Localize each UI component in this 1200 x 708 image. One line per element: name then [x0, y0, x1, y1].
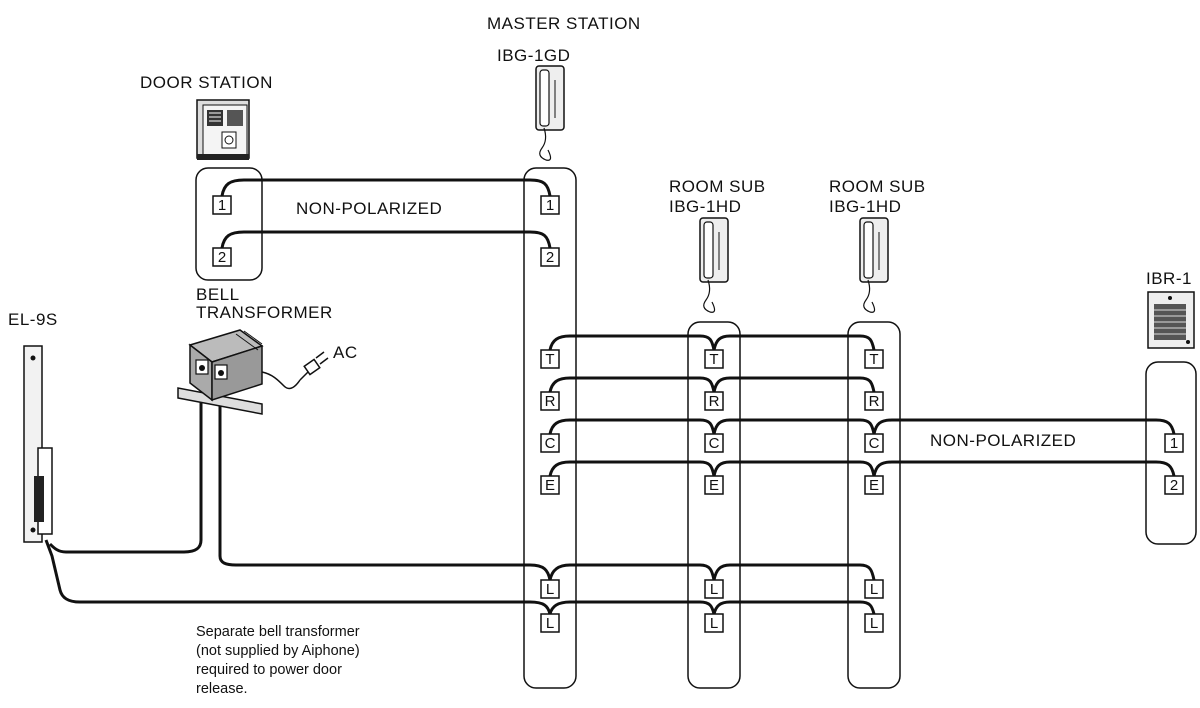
- handset-icon: [859, 217, 889, 313]
- terminal-label: R: [869, 393, 880, 410]
- terminal-label: 1: [546, 197, 554, 214]
- terminal-sub2-l1: L: [864, 579, 884, 599]
- terminal-master-1: 1: [540, 195, 560, 215]
- wire-r: [548, 376, 876, 393]
- terminal-master-r: R: [540, 391, 560, 411]
- note-line: release.: [196, 681, 248, 697]
- terminal-label: E: [545, 477, 555, 494]
- terminal-label: R: [709, 393, 720, 410]
- speaker-icon: [1147, 291, 1195, 349]
- terminal-label: 2: [1170, 477, 1178, 494]
- non-polarized-label-right: NON-POLARIZED: [930, 431, 1076, 450]
- handset-icon: [699, 217, 729, 313]
- handset-icon: [535, 65, 565, 161]
- master-model-label: IBG-1GD: [497, 46, 570, 65]
- terminal-sub2-l2: L: [864, 613, 884, 633]
- door-station-label: DOOR STATION: [140, 73, 273, 92]
- ibr-label: IBR-1: [1146, 269, 1192, 288]
- terminal-label: C: [869, 435, 880, 452]
- bell-transformer-label-line1: BELL: [196, 285, 240, 304]
- terminal-label: 2: [218, 249, 226, 266]
- terminal-master-c: C: [540, 433, 560, 453]
- note-line: (not supplied by Aiphone): [196, 643, 360, 659]
- terminal-label: 2: [546, 249, 554, 266]
- terminal-label: L: [870, 615, 878, 632]
- wire-door-2: [220, 230, 552, 249]
- wire-l-upper: [218, 383, 876, 581]
- door-release-icon: [23, 345, 53, 543]
- room-sub-2-enclosure: [847, 321, 901, 689]
- terminal-sub1-t: T: [704, 349, 724, 369]
- terminal-sub2-t: T: [864, 349, 884, 369]
- terminal-sub1-l2: L: [704, 613, 724, 633]
- ac-plug-icon: [299, 351, 329, 381]
- terminal-label: C: [709, 435, 720, 452]
- terminal-label: T: [545, 351, 554, 368]
- room-sub-1-model-label: IBG-1HD: [669, 197, 741, 216]
- sub2-terminals: T R C E L L: [864, 349, 884, 633]
- terminal-label: L: [546, 615, 554, 632]
- terminal-sub2-r: R: [864, 391, 884, 411]
- terminal-label: R: [545, 393, 556, 410]
- non-polarized-label-top: NON-POLARIZED: [296, 199, 442, 218]
- bell-transformer-label-line2: TRANSFORMER: [196, 303, 333, 322]
- room-sub-2-model-label: IBG-1HD: [829, 197, 901, 216]
- terminal-label: 1: [1170, 435, 1178, 452]
- terminal-sub1-l1: L: [704, 579, 724, 599]
- master-terminals: 1 2 T R C E L L: [540, 195, 560, 633]
- note-line: required to power door: [196, 662, 342, 678]
- ibr-enclosure: [1145, 361, 1197, 545]
- wire-transformer-to-release: [48, 383, 203, 554]
- terminal-label: T: [709, 351, 718, 368]
- master-station-enclosure: [523, 167, 577, 689]
- terminal-label: 1: [218, 197, 226, 214]
- door-station-icon: [196, 99, 250, 160]
- door-terminals: 1 2: [212, 195, 232, 267]
- terminal-door-2: 2: [212, 247, 232, 267]
- terminal-sub1-c: C: [704, 433, 724, 453]
- master-station-label: MASTER STATION: [487, 14, 641, 33]
- sub1-terminals: T R C E L L: [704, 349, 724, 633]
- room-sub-2-label: ROOM SUB: [829, 177, 926, 196]
- terminal-sub2-c: C: [864, 433, 884, 453]
- terminal-label: E: [709, 477, 719, 494]
- transformer-icon: [177, 329, 301, 415]
- terminal-label: E: [869, 477, 879, 494]
- terminal-sub1-r: R: [704, 391, 724, 411]
- terminal-label: L: [710, 581, 718, 598]
- transformer-note: Separate bell transformer (not supplied …: [196, 624, 360, 697]
- room-sub-1-label: ROOM SUB: [669, 177, 766, 196]
- ac-label: AC: [333, 343, 358, 362]
- terminal-master-t: T: [540, 349, 560, 369]
- terminal-master-2: 2: [540, 247, 560, 267]
- terminal-master-e: E: [540, 475, 560, 495]
- terminal-label: T: [869, 351, 878, 368]
- terminal-door-1: 1: [212, 195, 232, 215]
- ibr-terminals: 1 2: [1164, 433, 1184, 495]
- terminal-label: L: [546, 581, 554, 598]
- wire-c: [548, 418, 1176, 435]
- room-sub-1-enclosure: [687, 321, 741, 689]
- el9s-label: EL-9S: [8, 310, 58, 329]
- wire-t: [548, 334, 876, 351]
- wire-e: [548, 460, 1176, 477]
- wire-door-1: [220, 178, 552, 197]
- terminal-master-l2: L: [540, 613, 560, 633]
- wire-l-lower: [44, 539, 876, 615]
- wiring: [44, 178, 1176, 615]
- door-station-enclosure: [195, 167, 263, 281]
- note-line: Separate bell transformer: [196, 624, 360, 640]
- terminal-ibr-1: 1: [1164, 433, 1184, 453]
- terminal-sub1-e: E: [704, 475, 724, 495]
- terminal-label: L: [710, 615, 718, 632]
- terminal-label: C: [545, 435, 556, 452]
- terminal-ibr-2: 2: [1164, 475, 1184, 495]
- terminal-label: L: [870, 581, 878, 598]
- terminal-master-l1: L: [540, 579, 560, 599]
- terminal-sub2-e: E: [864, 475, 884, 495]
